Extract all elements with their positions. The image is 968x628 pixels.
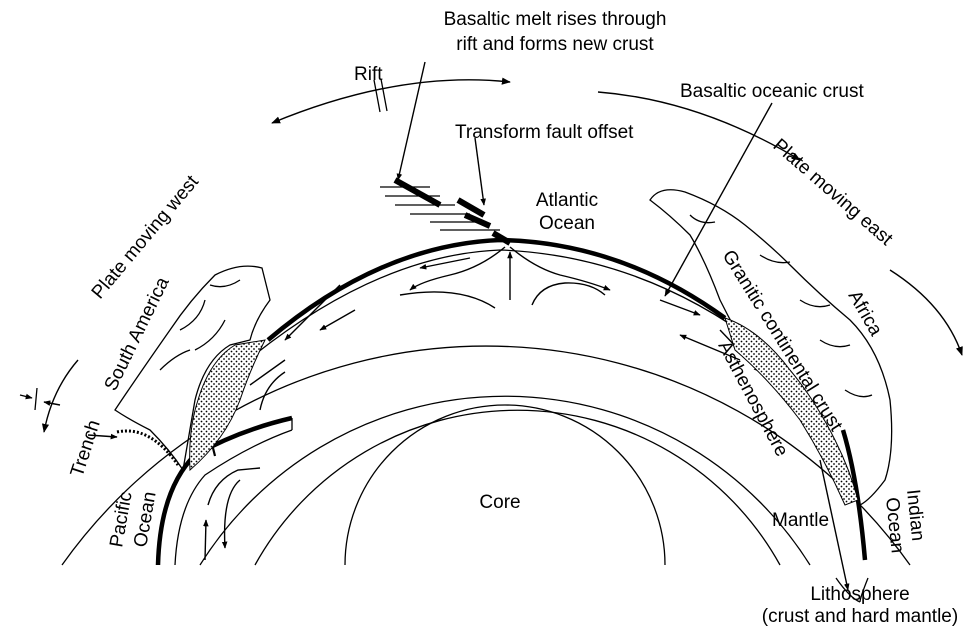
indian-label-line-2: Ocean: [881, 496, 908, 554]
trench-label: Trench: [67, 417, 105, 479]
rift-dyke-3: [465, 215, 490, 226]
plate-east-label: Plate moving east: [769, 135, 897, 250]
rift-dyke-1: [395, 180, 440, 205]
africa-label: Africa: [844, 287, 887, 340]
rift-label: Rift: [354, 64, 383, 85]
trench-hatch: [117, 431, 178, 465]
atlantic-label-line-1: Atlantic: [536, 190, 598, 211]
basaltic-crust-label: Basaltic oceanic crust: [680, 81, 864, 102]
core-arc: [345, 405, 665, 565]
mantle-inner-arc: [255, 410, 780, 565]
melt-label-line-2: rift and forms new crust: [456, 34, 654, 55]
lithosphere-label-line-2: (crust and hard mantle): [762, 606, 958, 627]
lithosphere-label-line-1: Lithosphere: [810, 584, 909, 605]
south-america-crust-dots: [190, 340, 265, 470]
transform-label: Transform fault offset: [455, 122, 634, 143]
plate-west-label: Plate moving west: [88, 171, 204, 303]
atlantic-label-line-2: Ocean: [539, 213, 595, 234]
rift-dyke-2: [458, 200, 484, 215]
rift-region: [380, 180, 510, 243]
core-label: Core: [479, 492, 520, 513]
labels: Basaltic melt rises through rift and for…: [67, 9, 958, 627]
oceanic-lithosphere-line: [268, 240, 725, 340]
melt-label-line-1: Basaltic melt rises through: [444, 9, 667, 30]
mantle-label: Mantle: [772, 510, 829, 531]
